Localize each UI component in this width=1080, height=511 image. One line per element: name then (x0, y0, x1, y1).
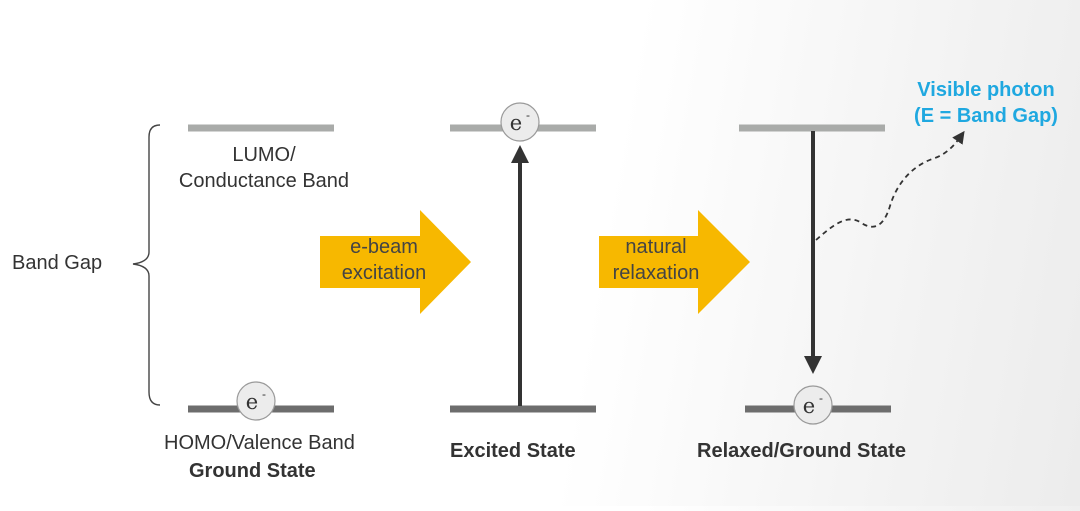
ground-state-label: Ground State (189, 460, 316, 482)
electron-charge: - (526, 108, 530, 122)
lumo-label-line1: LUMO/ (232, 144, 296, 166)
electron-ground: e - (236, 381, 276, 421)
upward-transition-arrow (511, 145, 529, 406)
excitation-arrow-label: e-beam excitation (320, 236, 448, 285)
photon-label-line1: Visible photon (917, 79, 1055, 101)
excitation-arrow (320, 210, 471, 314)
homo-label: HOMO/Valence Band (164, 432, 355, 454)
electron-charge: - (819, 391, 823, 405)
lumo-label-line2: Conductance Band (178, 170, 350, 192)
electron-symbol: e (803, 394, 815, 418)
band-gap-bracket (132, 124, 161, 406)
photon-label: Visible photon (E = Band Gap) (897, 79, 1075, 128)
photon-emission-arrow (815, 130, 965, 241)
relaxation-label-line1: natural (625, 236, 687, 258)
electron-excited: e - (500, 102, 540, 142)
band-gap-label: Band Gap (12, 252, 103, 274)
relaxation-arrow (599, 210, 750, 314)
excited-state-label: Excited State (450, 440, 576, 462)
downward-transition-arrow (804, 131, 822, 374)
excitation-label-line1: e-beam (350, 236, 418, 258)
relaxed-state-label: Relaxed/Ground State (697, 440, 906, 462)
electron-charge: - (262, 387, 266, 401)
electron-symbol: e (246, 390, 258, 414)
electron-symbol: e (510, 111, 522, 135)
relaxation-label-line2: relaxation (612, 262, 700, 284)
photon-label-line2: (E = Band Gap) (914, 105, 1058, 127)
relaxation-arrow-label: natural relaxation (592, 236, 720, 285)
excitation-label-line2: excitation (341, 262, 427, 284)
lumo-label: LUMO/ Conductance Band (164, 144, 364, 193)
electron-relaxed: e - (793, 385, 833, 425)
